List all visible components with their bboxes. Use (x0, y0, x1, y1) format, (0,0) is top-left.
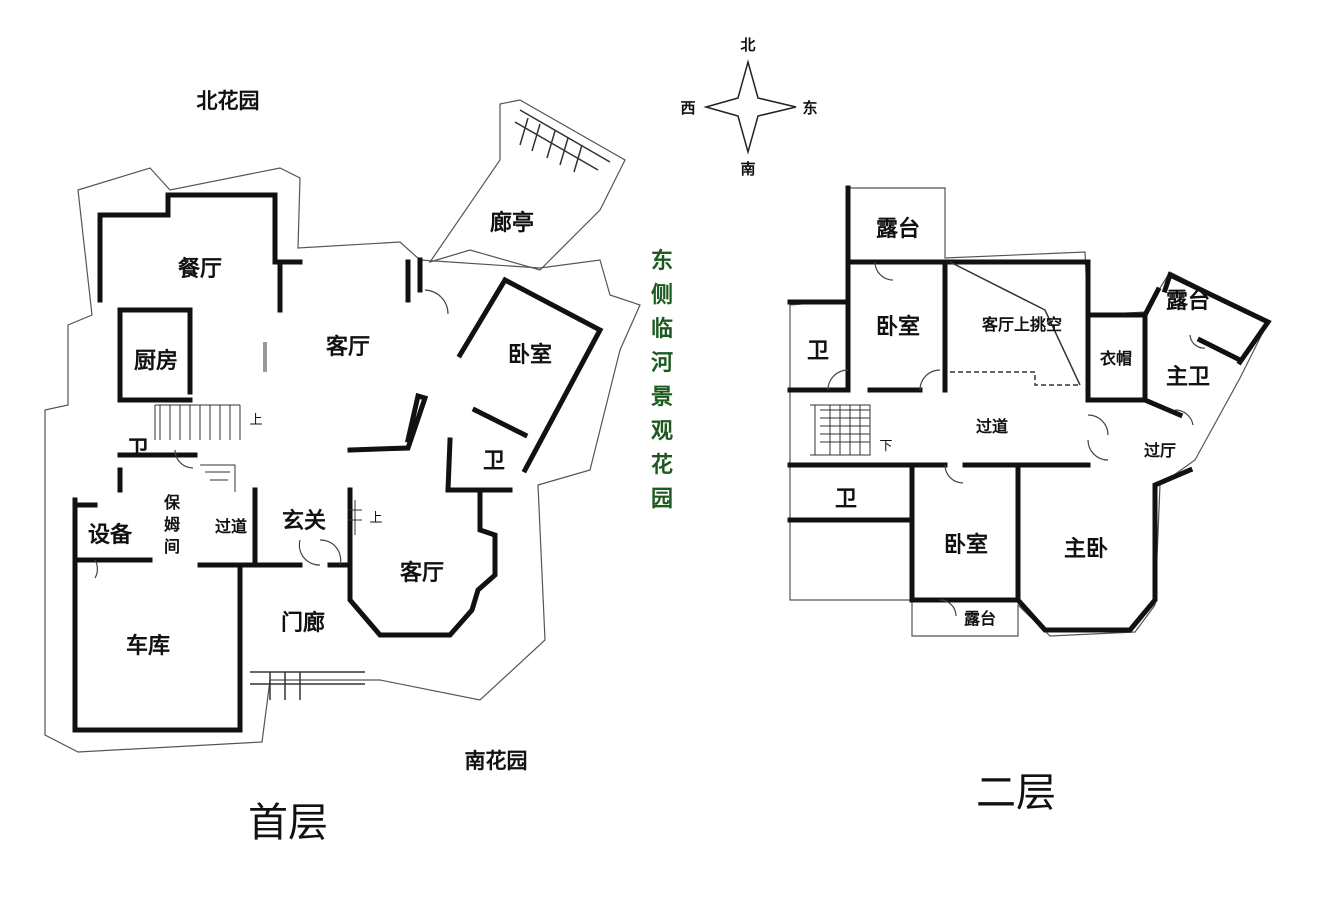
room-master-bath: 主卫 (1166, 365, 1210, 390)
second-floor-walls (787, 185, 1272, 633)
room-terrace-north: 露台 (876, 216, 920, 242)
svg-text:间: 间 (164, 537, 180, 556)
pavilion-rail (514, 109, 611, 173)
svg-text:保: 保 (163, 493, 181, 512)
first-floor-doors (94, 289, 449, 579)
room-terrace-south: 露台 (964, 609, 996, 628)
first-floor-outline (44, 167, 641, 753)
room-cloak: 衣帽 (1100, 349, 1132, 368)
compass-south: 南 (740, 160, 755, 178)
void-edge (950, 371, 1080, 386)
room-pavilion: 廊亭 (490, 210, 534, 236)
room-bedroom-south: 卧室 (944, 532, 988, 558)
compass-star-icon (703, 59, 797, 155)
room-porch: 门廊 (281, 610, 325, 636)
second-floor-plan: 露台 卧室 卫 客厅上挑空 衣帽 露台 主卫 过道 过厅 卫 卧室 主卧 露台 … (787, 185, 1272, 816)
svg-text:姆: 姆 (164, 515, 180, 534)
room-dining: 餐厅 (178, 257, 222, 282)
room-hall: 过厅 (1144, 441, 1176, 460)
room-void: 客厅上挑空 (982, 315, 1062, 334)
room-equipment: 设备 (88, 522, 133, 548)
room-nanny: 保 姆 间 (163, 493, 181, 556)
compass: 北 南 西 东 (680, 36, 817, 178)
room-corridor: 过道 (976, 417, 1008, 436)
svg-text:东: 东 (651, 248, 673, 274)
second-floor-outline (789, 187, 1269, 637)
room-kitchen: 厨房 (134, 348, 178, 374)
room-bath-west-bottom: 卫 (835, 487, 857, 512)
svg-text:河: 河 (651, 351, 673, 376)
east-river-garden-label: 东 侧 临 河 景 观 花 园 (651, 248, 673, 512)
room-bath-east: 卫 (483, 449, 505, 474)
stair-down-label: 下 (879, 439, 892, 454)
room-terrace-east: 露台 (1166, 288, 1210, 314)
room-living-south: 客厅 (400, 560, 444, 586)
column-mark (263, 342, 267, 372)
first-floor-stair (154, 342, 362, 535)
svg-text:景: 景 (651, 385, 673, 410)
compass-east: 东 (802, 99, 817, 117)
room-bedroom: 卧室 (508, 342, 552, 368)
room-bedroom-north: 卧室 (876, 314, 920, 340)
room-living: 客厅 (326, 334, 370, 360)
room-garage: 车库 (126, 633, 170, 659)
void-diagonal (949, 261, 1081, 386)
second-floor-stair (810, 404, 871, 456)
svg-text:花: 花 (651, 452, 673, 478)
svg-text:侧: 侧 (651, 283, 673, 308)
porch-rail (250, 671, 365, 700)
compass-west: 西 (680, 99, 695, 117)
room-passage: 过道 (215, 517, 247, 536)
svg-text:观: 观 (651, 419, 673, 444)
pavilion-outline (428, 99, 626, 271)
north-garden-label: 北花园 (197, 89, 260, 113)
first-floor-plan: 北花园 南花园 东 侧 临 河 景 观 花 园 餐厅 厨房 客厅 廊亭 卧室 卫… (44, 89, 673, 846)
room-bath-west: 卫 (127, 437, 149, 462)
svg-text:临: 临 (651, 316, 673, 342)
south-garden-label: 南花园 (465, 749, 528, 773)
stair-up-label-2: 上 (369, 511, 382, 526)
svg-text:园: 园 (651, 487, 673, 512)
stair-up-label-1: 上 (249, 413, 262, 428)
room-foyer: 玄关 (282, 508, 326, 534)
second-floor-doors (827, 261, 1206, 617)
second-floor-title: 二层 (976, 770, 1056, 816)
first-floor-title: 首层 (248, 800, 328, 846)
compass-north: 北 (740, 36, 755, 54)
room-master-bedroom: 主卧 (1064, 537, 1108, 562)
first-floor-walls (72, 192, 604, 733)
room-bath-west-top: 卫 (807, 339, 829, 364)
